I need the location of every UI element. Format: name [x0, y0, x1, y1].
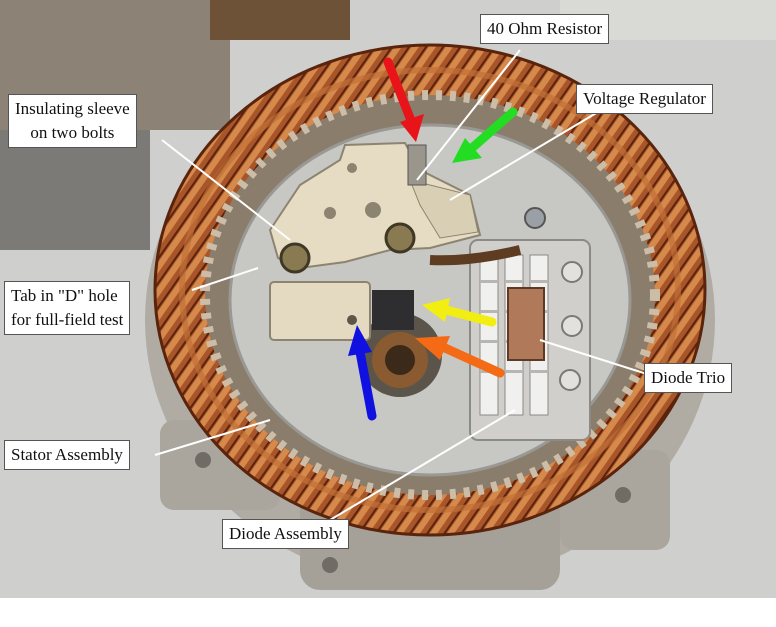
label-diode-trio: Diode Trio — [644, 363, 733, 393]
photo-bottom-margin — [0, 598, 776, 627]
label-diode-assembly: Diode Assembly — [222, 519, 349, 549]
brush-holder — [269, 281, 371, 341]
leader-lines — [154, 49, 651, 521]
label-text: 40 Ohm Resistor — [487, 19, 603, 38]
label-stator-assembly: Stator Assembly — [4, 440, 130, 470]
label-text-line2: on two bolts — [30, 123, 115, 142]
red-arrow — [383, 57, 424, 142]
regulator-bolt-right — [384, 222, 416, 254]
label-insulating-sleeve: Insulating sleeve on two bolts — [8, 94, 137, 148]
orange-arrow — [415, 336, 505, 378]
label-text-line1: Insulating sleeve — [15, 99, 130, 118]
yellow-arrow — [422, 298, 497, 327]
label-text-line2: for full-field test — [11, 310, 124, 329]
label-text: Stator Assembly — [11, 445, 123, 464]
label-text: Diode Trio — [651, 368, 726, 387]
label-text: Diode Assembly — [229, 524, 342, 543]
label-text-line1: Tab in "D" hole — [11, 286, 118, 305]
label-tab-in-d-hole: Tab in "D" hole for full-field test — [4, 281, 131, 335]
label-40-ohm-resistor: 40 Ohm Resistor — [480, 14, 610, 44]
regulator-bolt-left — [279, 242, 311, 274]
blue-arrow — [348, 325, 377, 421]
diode-trio-block — [507, 287, 545, 361]
label-text: Voltage Regulator — [583, 89, 706, 108]
label-voltage-regulator: Voltage Regulator — [576, 84, 713, 114]
green-arrow — [452, 107, 518, 163]
